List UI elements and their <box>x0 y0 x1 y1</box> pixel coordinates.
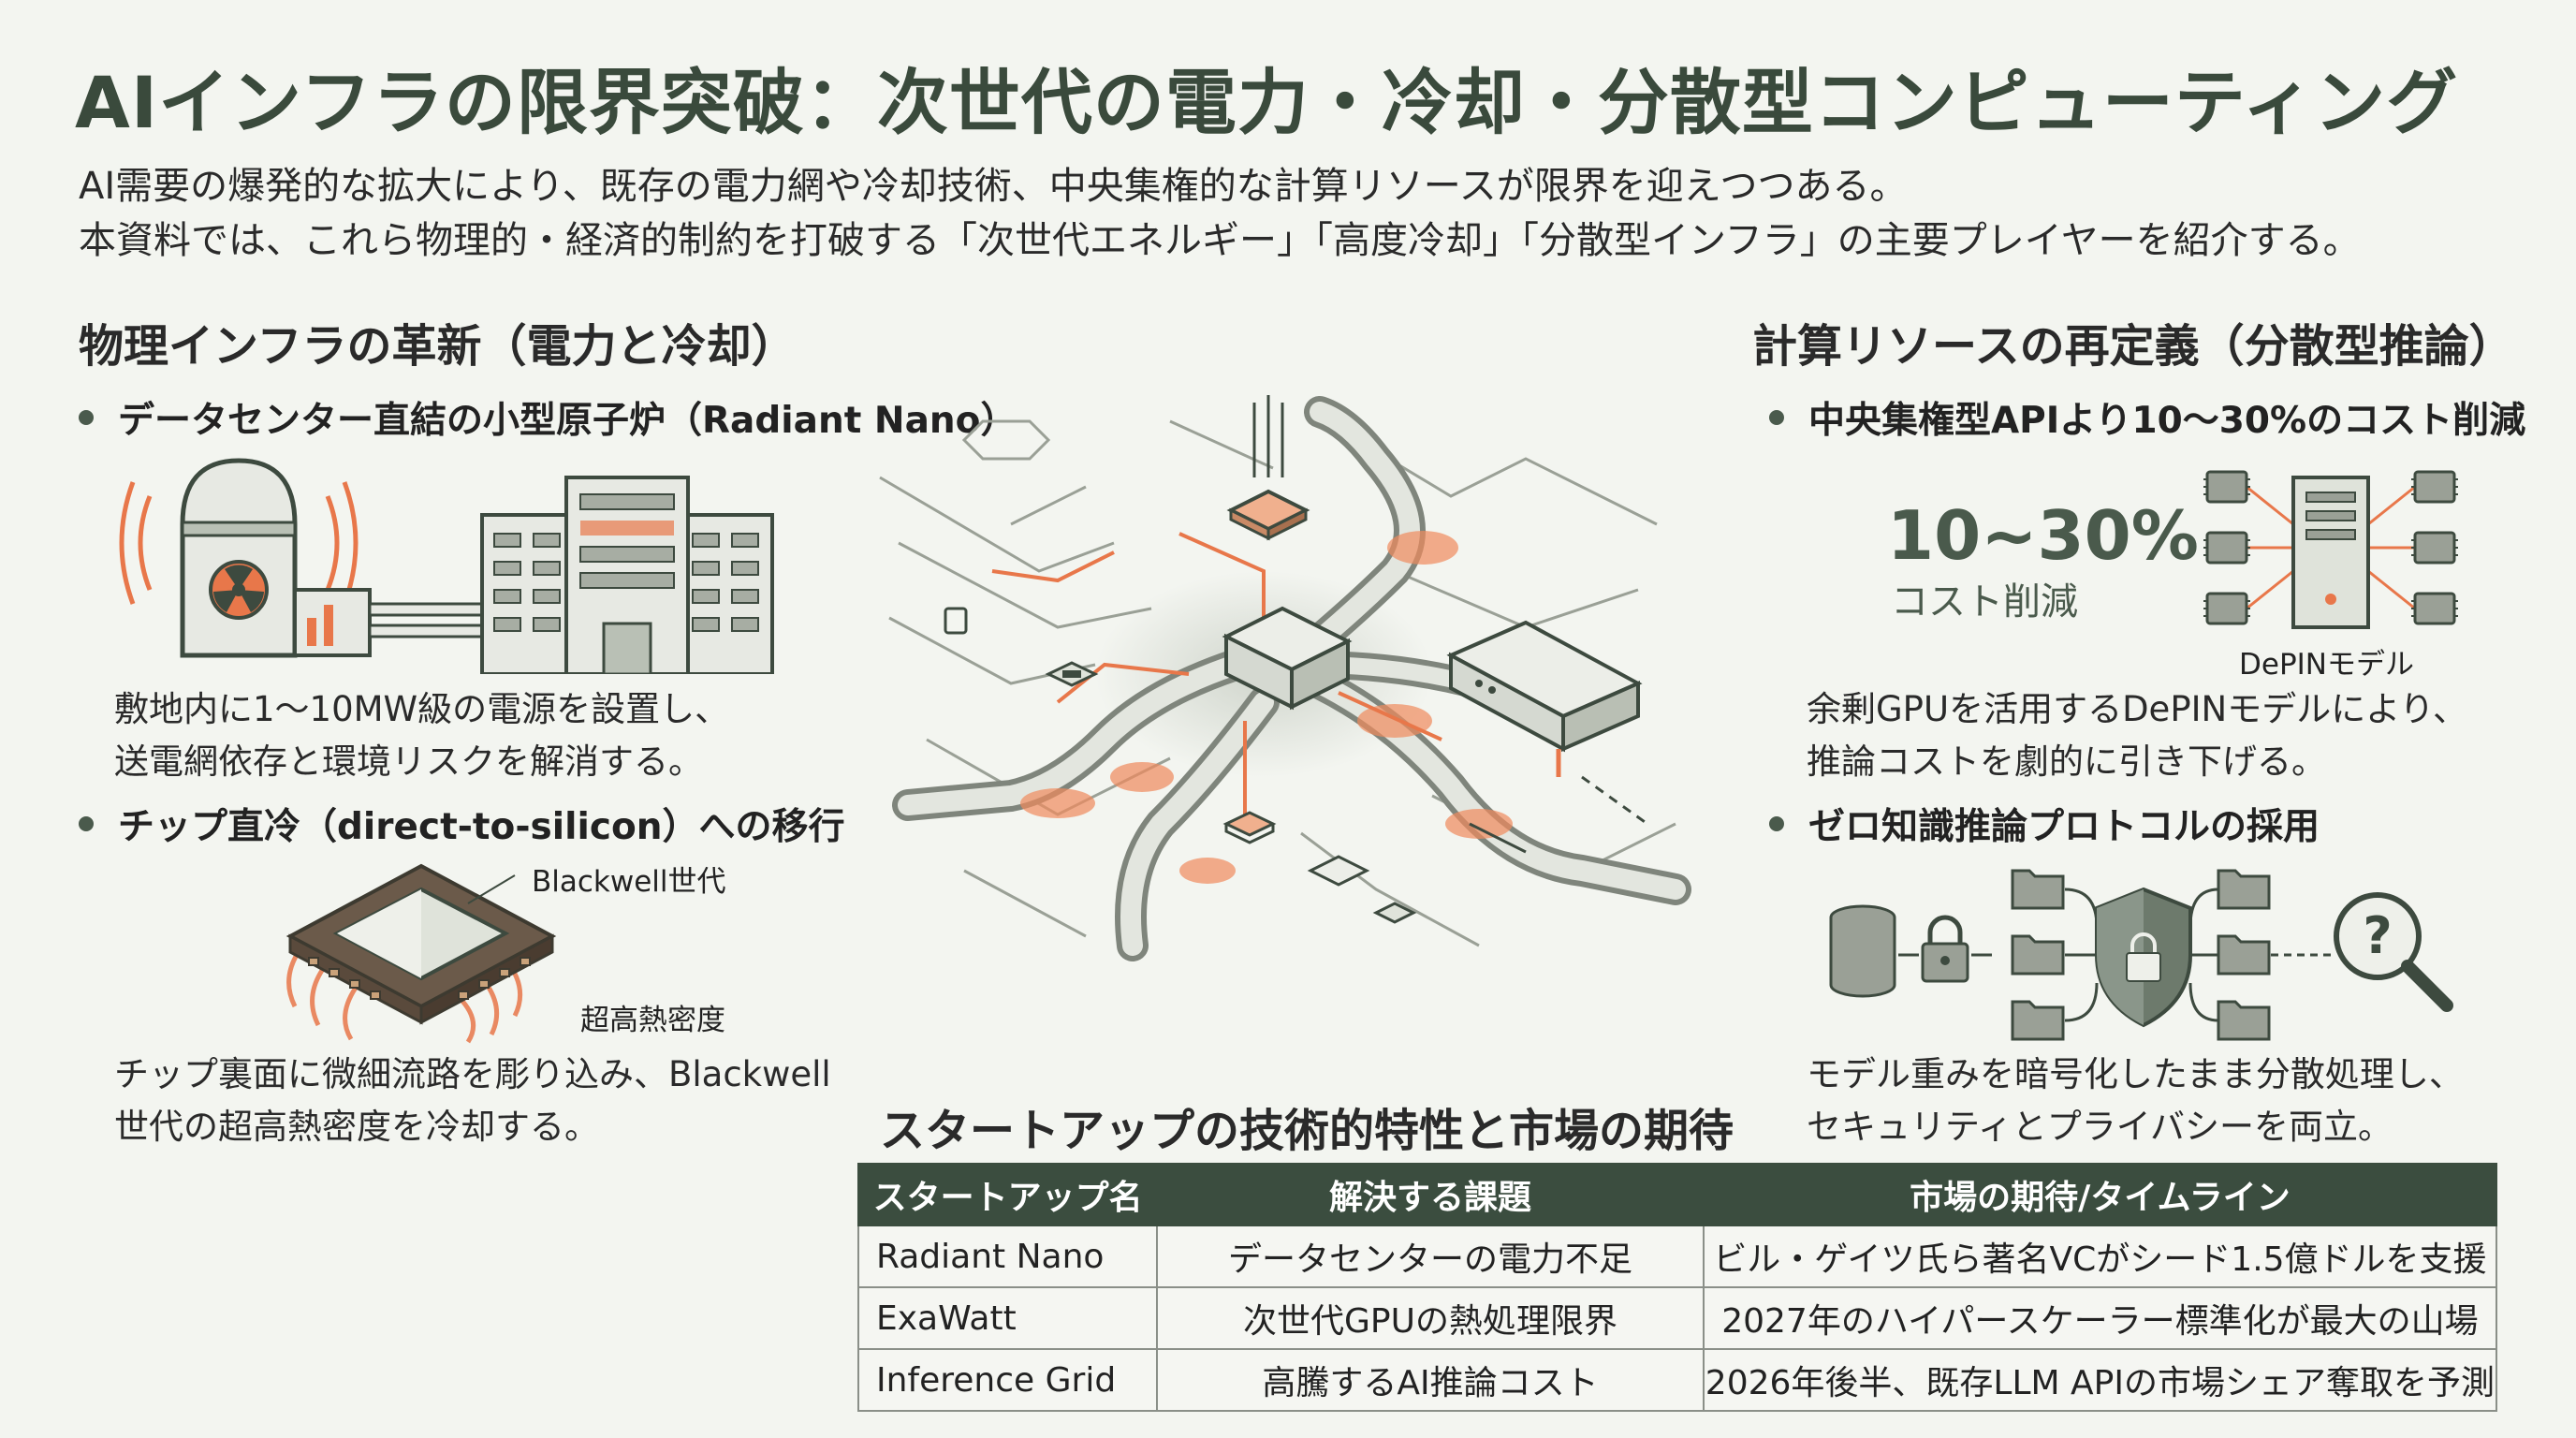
header-expectation: 市場の期待/タイムライン <box>1702 1163 2498 1226</box>
chip-icon <box>285 863 557 1044</box>
left-desc-1-line-2: 送電網依存と環境リスクを解消する。 <box>114 741 703 782</box>
table-title: スタートアップの技術的特性と市場の期待 <box>880 1105 1734 1157</box>
depin-illustration <box>2203 470 2458 629</box>
right-desc-1-line-1: 余剰GPUを活用するDePINモデルにより、 <box>1807 689 2468 729</box>
right-desc-2: モデル重みを暗号化したまま分散処理し、 セキュリティとプライバシーを両立。 <box>1807 1049 2464 1153</box>
right-bullet-2: ゼロ知識推論プロトコルの採用 <box>1769 798 2320 850</box>
header-problem: 解決する課題 <box>1156 1163 1705 1226</box>
left-section-heading: 物理インフラの革新（電力と冷却） <box>79 320 797 373</box>
table-row: Radiant Nano データセンターの電力不足 ビル・ゲイツ氏ら著名VCがシ… <box>856 1225 2498 1288</box>
chip-generation-label: Blackwell世代 <box>532 865 726 899</box>
heat-density-label: 超高熱密度 <box>580 1004 725 1037</box>
right-bullet-1: 中央集権型APIより10～30%のコスト削減 <box>1769 391 2525 444</box>
intro-line-2: 本資料では、これら物理的・経済的制約を打破する「次世代エネルギー」「高度冷却」「… <box>79 219 2361 262</box>
table-cell: 高騰するAI推論コスト <box>1156 1348 1705 1412</box>
left-desc-2-line-1: チップ裏面に微細流路を彫り込み、Blackwell <box>114 1054 831 1094</box>
table-cell: 2026年後半、既存LLM APIの市場シェア奪取を予測 <box>1702 1348 2498 1412</box>
header-startup-name: スタートアップ名 <box>856 1163 1159 1226</box>
table-cell: ExaWatt <box>856 1286 1159 1350</box>
table-cell: 次世代GPUの熱処理限界 <box>1156 1286 1705 1350</box>
right-bullet-1-text: 中央集権型APIより10～30%のコスト削減 <box>1808 400 2526 442</box>
bullet-dot <box>1769 410 1784 425</box>
folder-icon <box>2011 869 2271 1041</box>
left-bullet-2-text: チップ直冷（direct-to-silicon）への移行 <box>118 806 845 848</box>
right-section-heading: 計算リソースの再定義（分散型推論） <box>1752 320 2514 373</box>
shield-lock-icon <box>2095 887 2192 1028</box>
svg-text:?: ? <box>2363 906 2392 965</box>
data-center-building-icon <box>480 476 774 674</box>
table-cell: Radiant Nano <box>856 1225 1159 1288</box>
cost-reduction-caption: コスト削減 <box>1891 580 2078 624</box>
cost-reduction-figure: 10~30% <box>1887 496 2199 575</box>
right-desc-1-line-2: 推論コストを劇的に引き下げる。 <box>1807 741 2326 782</box>
nuclear-reactor-icon <box>119 458 372 658</box>
right-bullet-2-text: ゼロ知識推論プロトコルの採用 <box>1808 806 2320 848</box>
server-tower-icon <box>2291 476 2370 629</box>
left-desc-2-line-2: 世代の超高熱密度を冷却する。 <box>114 1107 599 1147</box>
table-cell: 2027年のハイパースケーラー標準化が最大の山場 <box>1702 1286 2498 1350</box>
intro-line-1: AI需要の爆発的な拡大により、既存の電力網や冷却技術、中央集権的な計算リソースが… <box>79 165 1908 208</box>
left-bullet-1: データセンター直結の小型原子炉（Radiant Nano） <box>79 391 1017 444</box>
table-cell: データセンターの電力不足 <box>1156 1225 1705 1288</box>
table-cell: Inference Grid <box>856 1348 1159 1412</box>
right-desc-2-line-2: セキュリティとプライバシーを両立。 <box>1807 1107 2393 1147</box>
right-desc-2-line-1: モデル重みを暗号化したまま分散処理し、 <box>1807 1054 2464 1094</box>
left-bullet-2: チップ直冷（direct-to-silicon）への移行 <box>79 798 845 850</box>
right-desc-1: 余剰GPUを活用するDePINモデルにより、 推論コストを劇的に引き下げる。 <box>1807 683 2467 788</box>
table-row: Inference Grid 高騰するAI推論コスト 2026年後半、既存LLM… <box>856 1348 2498 1412</box>
bullet-dot <box>1769 816 1784 831</box>
distributed-network-illustration <box>879 395 1691 961</box>
reactor-datacenter-illustration <box>119 458 774 674</box>
table-header-row: スタートアップ名 解決する課題 市場の期待/タイムライン <box>856 1163 2498 1226</box>
depin-label: DePINモデル <box>2239 648 2414 682</box>
bullet-dot <box>79 410 94 425</box>
table-row: ExaWatt 次世代GPUの熱処理限界 2027年のハイパースケーラー標準化が… <box>856 1286 2498 1350</box>
left-desc-1-line-1: 敷地内に1～10MW級の電源を設置し、 <box>114 689 730 729</box>
database-icon <box>1829 904 1896 998</box>
lock-icon <box>1921 915 1969 983</box>
left-desc-1: 敷地内に1～10MW級の電源を設置し、 送電網依存と環境リスクを解消する。 <box>114 683 729 788</box>
zero-knowledge-illustration: ? <box>1829 869 2453 1041</box>
page-title: AIインフラの限界突破：次世代の電力・冷却・分散型コンピューティング <box>75 61 2459 144</box>
left-desc-2: チップ裏面に微細流路を彫り込み、Blackwell 世代の超高熱密度を冷却する。 <box>114 1049 831 1153</box>
magnifier-question-icon: ? <box>2334 892 2453 1012</box>
startup-table: スタートアップ名 解決する課題 市場の期待/タイムライン Radiant Nan… <box>856 1163 2498 1412</box>
table-cell: ビル・ゲイツ氏ら著名VCがシード1.5億ドルを支援 <box>1702 1225 2498 1288</box>
bullet-dot <box>79 816 94 831</box>
left-bullet-1-text: データセンター直結の小型原子炉（Radiant Nano） <box>118 400 1017 442</box>
